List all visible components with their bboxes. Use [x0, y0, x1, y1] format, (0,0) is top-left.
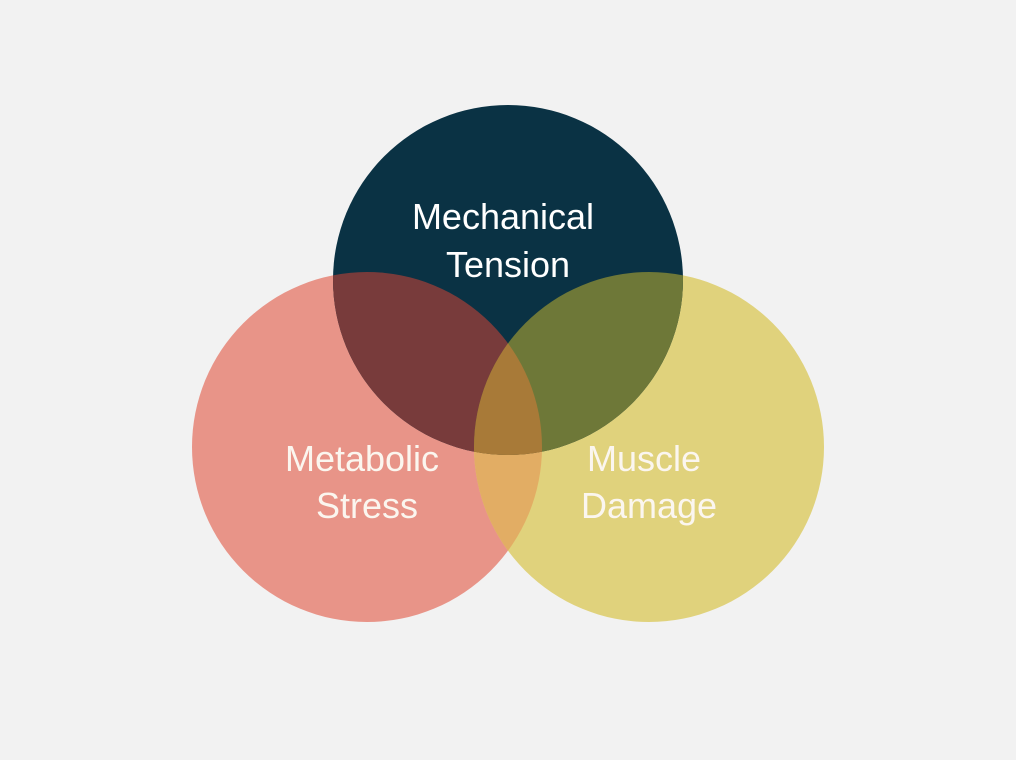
muscle-damage-label-line1: Muscle: [587, 438, 701, 479]
mechanical-tension-label: Mechanical Tension: [412, 196, 604, 285]
metabolic-stress-label: Metabolic Stress: [285, 438, 449, 526]
muscle-damage-label-line2: Damage: [581, 485, 717, 526]
mechanical-tension-label-line1: Mechanical: [412, 196, 594, 237]
metabolic-stress-label-line1: Metabolic: [285, 438, 439, 479]
muscle-damage-label: Muscle Damage: [581, 438, 717, 526]
metabolic-stress-label-line2: Stress: [316, 485, 418, 526]
mechanical-tension-label-line2: Tension: [446, 244, 570, 285]
